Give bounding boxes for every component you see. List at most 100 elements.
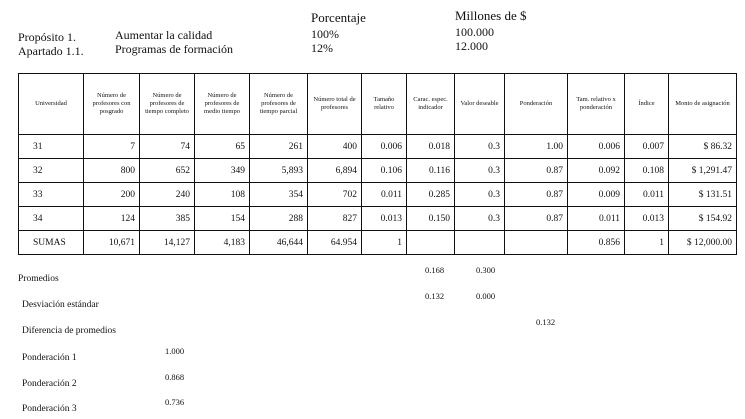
table-cell — [504, 230, 568, 255]
table-cell: 800 — [83, 158, 140, 183]
proposito-percent: 100% — [311, 27, 339, 41]
table-row: 31 7 74 65 261 400 0.006 0.018 0.3 1.00 … — [18, 134, 737, 159]
table-cell: 0.013 — [624, 206, 669, 231]
col-header: Número de profesores de medio tiempo — [194, 73, 250, 135]
apartado-percent: 12% — [311, 41, 333, 55]
promedios-label: Promedios — [18, 274, 59, 284]
ponderacion-1-label: Ponderación 1 — [22, 353, 77, 363]
ponderacion-3-label: Ponderación 3 — [22, 404, 77, 414]
desviacion-carac-value: 0.132 — [425, 291, 445, 301]
ponderacion-1-value: 1.000 — [165, 346, 185, 356]
table-cell: 354 — [249, 182, 308, 207]
apartado-label: Apartado 1.1. — [18, 44, 84, 58]
table-cell: 288 — [249, 206, 308, 231]
table-cell: 0.006 — [567, 134, 625, 159]
table-cell: 0.87 — [504, 158, 568, 183]
table-cell: 31 — [18, 134, 84, 159]
table-cell: 7 — [83, 134, 140, 159]
table-cell: 74 — [139, 134, 195, 159]
table-cell: 0.009 — [567, 182, 625, 207]
table-cell: 10,671 — [83, 230, 140, 255]
table-cell: 5,893 — [249, 158, 308, 183]
table-cell: 1 — [624, 230, 669, 255]
table-cell: 240 — [139, 182, 195, 207]
ponderacion-2-value: 0.868 — [165, 372, 185, 382]
apartado-text: Programas de formación — [115, 42, 233, 56]
table-cell: 400 — [307, 134, 362, 159]
proposito-label: Propósito 1. — [18, 30, 77, 44]
table-cell: 0.87 — [504, 206, 568, 231]
table-cell: 1 — [361, 230, 407, 255]
table-row: 33 200 240 108 354 702 0.011 0.285 0.3 0… — [18, 182, 737, 207]
col-header: Número de profesores de tiempo parcial — [249, 73, 308, 135]
table-cell: 4,183 — [194, 230, 250, 255]
table-cell: 0.150 — [406, 206, 455, 231]
diferencia-label: Diferencia de promedios — [22, 326, 116, 336]
table-row: 34 124 385 154 288 827 0.013 0.150 0.3 0… — [18, 206, 737, 231]
table-cell: 0.006 — [361, 134, 407, 159]
ponderacion-2-label: Ponderación 2 — [22, 379, 77, 389]
ponderacion-3-value: 0.736 — [165, 397, 185, 407]
table-cell: 0.3 — [454, 206, 505, 231]
promedios-valor-value: 0.300 — [476, 265, 496, 275]
allocation-table: Universidad Número de profesores con pos… — [18, 73, 737, 255]
table-cell: 0.3 — [454, 134, 505, 159]
col-header: Tamaño relativo — [361, 73, 407, 135]
col-header: Tam. relativo x ponderación — [567, 73, 625, 135]
diferencia-value: 0.132 — [536, 317, 556, 327]
table-cell: 0.3 — [454, 158, 505, 183]
porcentaje-header: Porcentaje — [311, 10, 366, 25]
table-cell — [454, 230, 505, 255]
table-cell: 0.011 — [567, 206, 625, 231]
promedios-carac-value: 0.168 — [425, 265, 445, 275]
table-cell: 0.007 — [624, 134, 669, 159]
table-row: 32 800 652 349 5,893 6,894 0.106 0.116 0… — [18, 158, 737, 183]
table-cell: 108 — [194, 182, 250, 207]
table-cell: SUMAS — [18, 230, 84, 255]
table-cell: $ 12,000.00 — [668, 230, 737, 255]
table-cell: 0.108 — [624, 158, 669, 183]
table-cell: 261 — [249, 134, 308, 159]
table-cell: 33 — [18, 182, 84, 207]
table-cell: 0.106 — [361, 158, 407, 183]
table-cell: $ 154.92 — [668, 206, 737, 231]
table-cell: 702 — [307, 182, 362, 207]
table-cell: 200 — [83, 182, 140, 207]
table-cell: 154 — [194, 206, 250, 231]
table-cell: $ 131.51 — [668, 182, 737, 207]
table-cell: $ 1,291.47 — [668, 158, 737, 183]
col-header: Carac. espec. indicador — [406, 73, 455, 135]
table-cell: 0.116 — [406, 158, 455, 183]
table-cell: 0.013 — [361, 206, 407, 231]
col-header: Índice — [624, 73, 669, 135]
table-cell: 0.856 — [567, 230, 625, 255]
table-cell: 6,894 — [307, 158, 362, 183]
table-header-row: Universidad Número de profesores con pos… — [18, 73, 737, 135]
table-cell: 0.011 — [624, 182, 669, 207]
table-cell: 0.092 — [567, 158, 625, 183]
table-cell: 0.018 — [406, 134, 455, 159]
table-cell: 64.954 — [307, 230, 362, 255]
table-cell: 0.87 — [504, 182, 568, 207]
table-cell: 1.00 — [504, 134, 568, 159]
table-cell: 349 — [194, 158, 250, 183]
proposito-amount: 100.000 — [455, 25, 494, 39]
table-cell: 32 — [18, 158, 84, 183]
col-header: Número total de profesores — [307, 73, 362, 135]
col-header: Número de profesores de tiempo completo — [139, 73, 195, 135]
proposito-text: Aumentar la calidad — [115, 28, 213, 42]
desviacion-label: Desviación estándar — [22, 300, 99, 310]
table-cell: 14,127 — [139, 230, 195, 255]
apartado-amount: 12.000 — [455, 39, 488, 53]
table-cell: $ 86.32 — [668, 134, 737, 159]
table-cell — [406, 230, 455, 255]
desviacion-valor-value: 0.000 — [476, 291, 496, 301]
table-cell: 0.3 — [454, 182, 505, 207]
table-row-sumas: SUMAS 10,671 14,127 4,183 46,644 64.954 … — [18, 230, 737, 255]
table-cell: 385 — [139, 206, 195, 231]
table-cell: 652 — [139, 158, 195, 183]
table-cell: 46,644 — [249, 230, 308, 255]
col-header: Universidad — [18, 73, 84, 135]
table-cell: 0.011 — [361, 182, 407, 207]
col-header: Monto de asignación — [668, 73, 737, 135]
